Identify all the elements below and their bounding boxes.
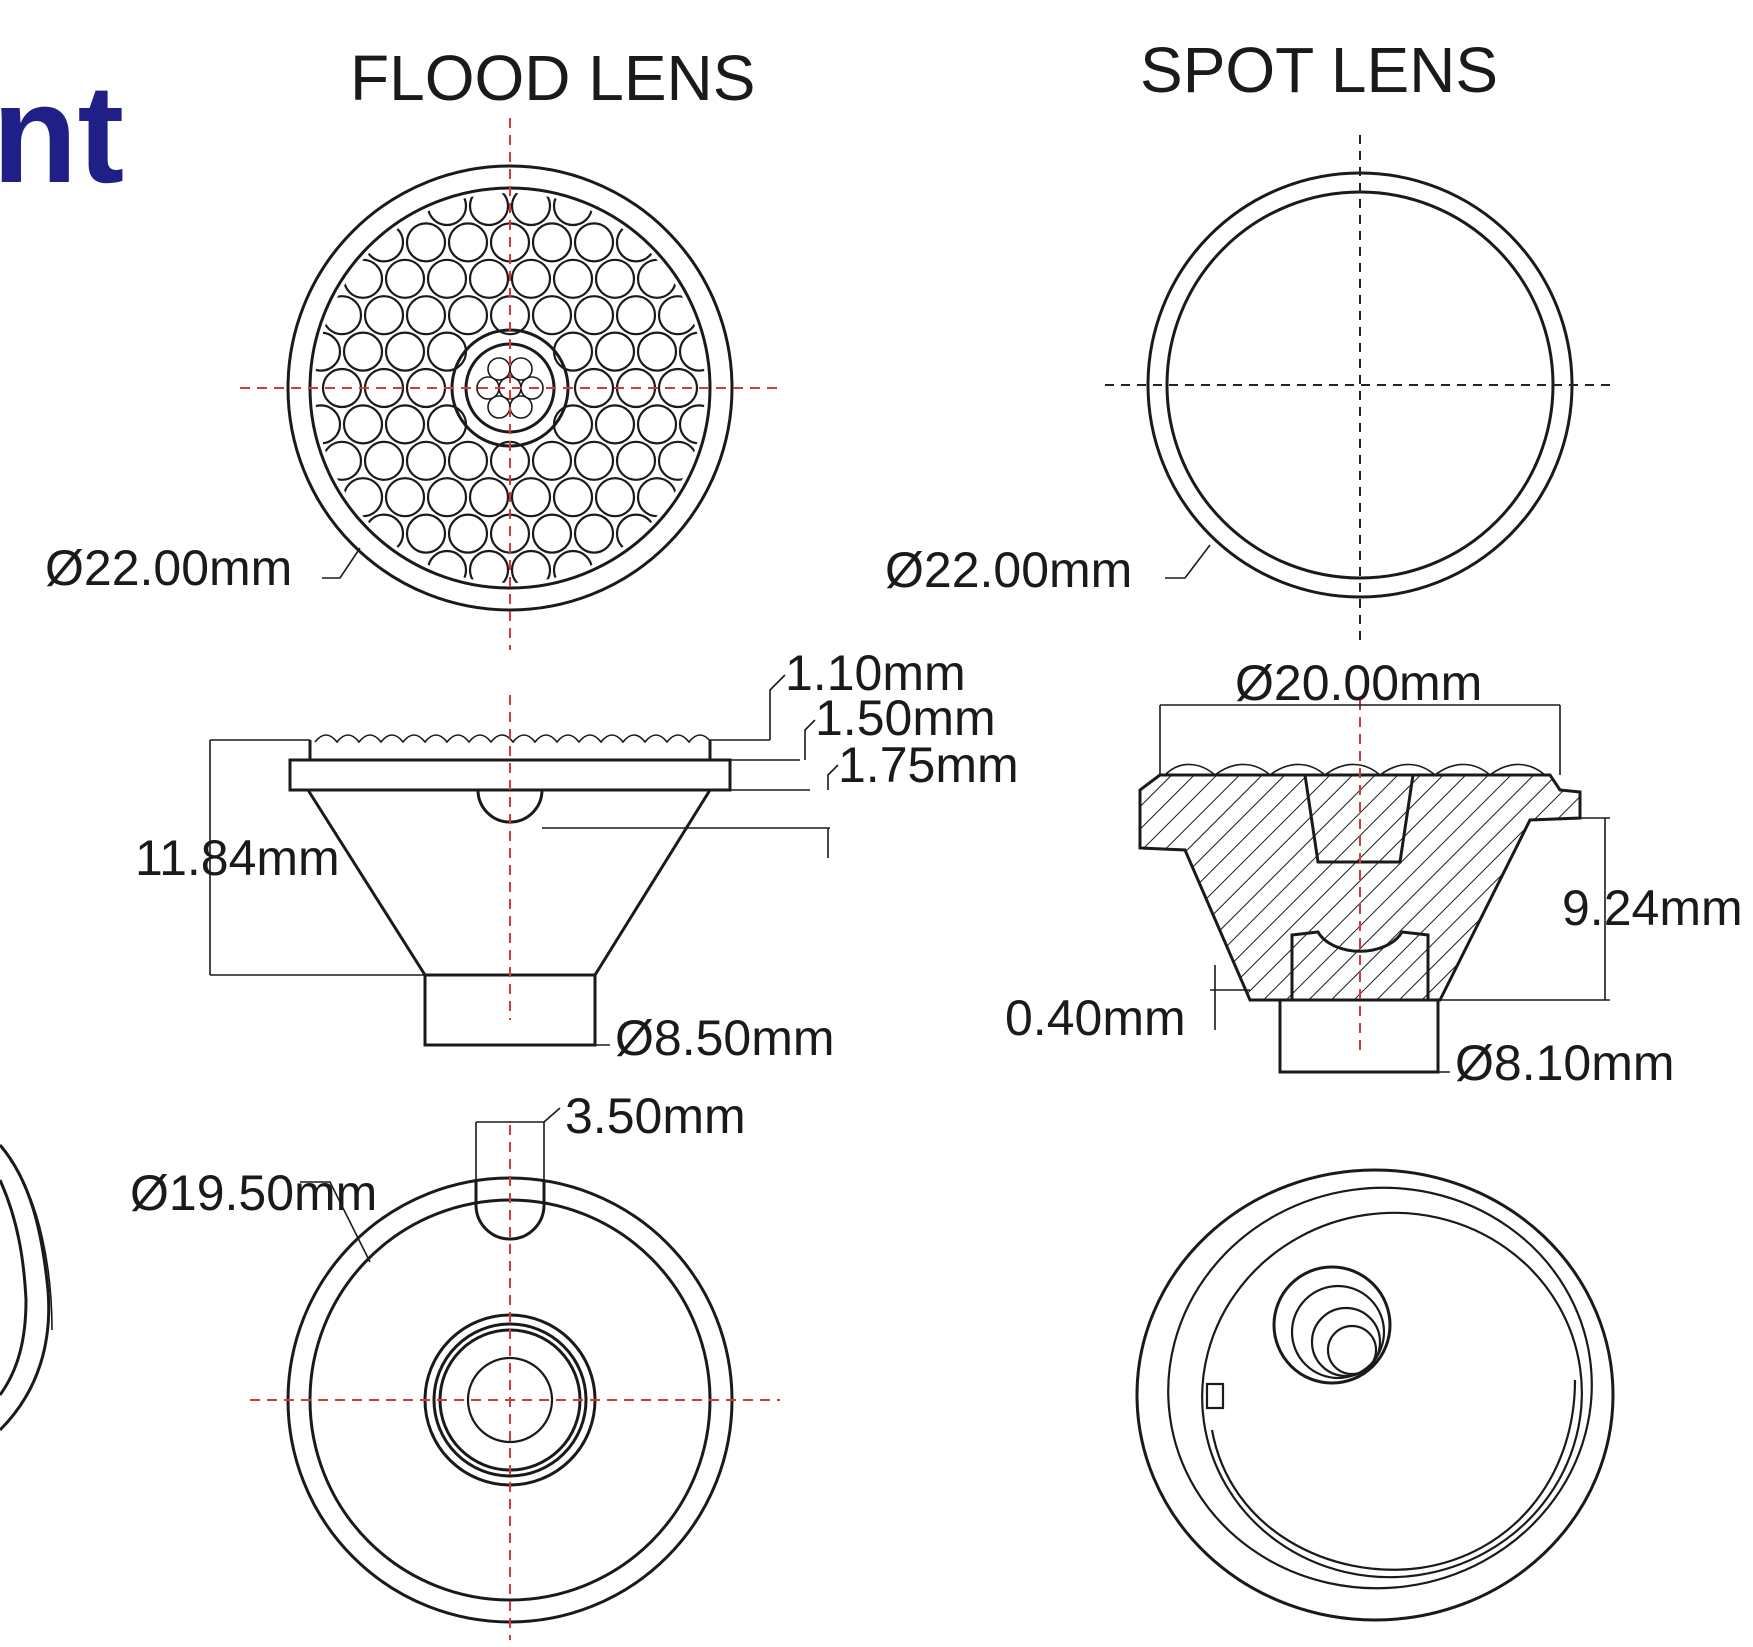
honeycomb-cell bbox=[594, 404, 636, 445]
flood-dim-1-10: 1.10mm bbox=[785, 645, 966, 701]
honeycomb-cell bbox=[363, 513, 405, 554]
honeycomb-cell bbox=[426, 549, 468, 583]
honeycomb-cell bbox=[636, 404, 678, 445]
flood-bottom-diameter-label: Ø19.50mm bbox=[130, 1165, 377, 1221]
honeycomb-cell bbox=[552, 258, 594, 299]
honeycomb-cell bbox=[426, 404, 468, 445]
honeycomb-cell bbox=[426, 477, 468, 518]
honeycomb-cell bbox=[531, 513, 573, 554]
honeycomb-cell bbox=[573, 295, 615, 336]
honeycomb-cell bbox=[363, 440, 405, 481]
honeycomb-cell bbox=[405, 440, 447, 481]
spot-height-label: 9.24mm bbox=[1562, 880, 1743, 936]
honeycomb-cell bbox=[615, 513, 657, 554]
honeycomb-cell bbox=[315, 404, 342, 445]
center-cell bbox=[487, 357, 511, 381]
honeycomb-cell bbox=[594, 477, 636, 518]
honeycomb-cell bbox=[405, 222, 447, 263]
honeycomb-cell bbox=[573, 513, 615, 554]
honeycomb-cell bbox=[468, 477, 510, 518]
flood-side-view bbox=[209, 674, 839, 1047]
honeycomb-cell bbox=[447, 440, 489, 481]
honeycomb-cell bbox=[510, 477, 552, 518]
honeycomb-cell bbox=[384, 258, 426, 299]
honeycomb-cell bbox=[552, 549, 594, 583]
spot-outer-diameter-label: Ø22.00mm bbox=[885, 542, 1132, 598]
honeycomb-cell bbox=[342, 258, 384, 299]
honeycomb-cell bbox=[657, 367, 699, 409]
honeycomb-cell bbox=[468, 193, 510, 227]
honeycomb-cell bbox=[426, 258, 468, 299]
honeycomb-cell bbox=[510, 549, 552, 583]
spot-top-view bbox=[1105, 135, 1610, 640]
heading-fragment: nt bbox=[0, 55, 124, 212]
honeycomb-cell bbox=[384, 404, 426, 445]
honeycomb-cell bbox=[363, 295, 405, 336]
honeycomb-cell bbox=[636, 477, 678, 518]
flood-outer-diameter-label: Ø22.00mm bbox=[45, 540, 292, 596]
honeycomb-cell bbox=[594, 258, 636, 299]
honeycomb-cell bbox=[678, 331, 705, 372]
honeycomb-cell bbox=[510, 193, 552, 227]
honeycomb-cell bbox=[384, 477, 426, 518]
flood-top-view bbox=[240, 118, 780, 650]
honeycomb-cell bbox=[573, 367, 615, 409]
honeycomb-cell bbox=[315, 331, 342, 372]
honeycomb-cell bbox=[342, 331, 384, 372]
honeycomb-cell bbox=[342, 404, 384, 445]
honeycomb-cell bbox=[342, 477, 384, 518]
honeycomb-cell bbox=[531, 440, 573, 481]
honeycomb-cell bbox=[405, 513, 447, 554]
center-cell bbox=[509, 357, 533, 381]
honeycomb-cell bbox=[573, 222, 615, 263]
honeycomb-cell bbox=[468, 258, 510, 299]
honeycomb-cell bbox=[552, 477, 594, 518]
honeycomb-cell bbox=[552, 331, 594, 372]
flood-lens-title: FLOOD LENS bbox=[350, 42, 755, 114]
flood-dim-1-50: 1.50mm bbox=[815, 690, 996, 746]
flood-bottom-view bbox=[250, 1107, 780, 1640]
honeycomb-cell bbox=[447, 295, 489, 336]
honeycomb-cell bbox=[573, 440, 615, 481]
honeycomb-cell bbox=[363, 222, 405, 263]
honeycomb-cell bbox=[594, 331, 636, 372]
honeycomb-cell bbox=[636, 331, 678, 372]
honeycomb-cell bbox=[426, 331, 468, 372]
honeycomb-cell bbox=[510, 258, 552, 299]
honeycomb-cell bbox=[447, 513, 489, 554]
spot-offset-label: 0.40mm bbox=[1005, 990, 1186, 1046]
spot-top-diameter-label: Ø20.00mm bbox=[1235, 655, 1482, 711]
honeycomb-cell bbox=[615, 440, 657, 481]
lens-perspective-fragment bbox=[0, 1144, 53, 1432]
honeycomb-cell bbox=[531, 295, 573, 336]
honeycomb-cell bbox=[468, 549, 510, 583]
honeycomb-cell bbox=[552, 404, 594, 445]
honeycomb-cell bbox=[447, 222, 489, 263]
spot-lens-title: SPOT LENS bbox=[1140, 34, 1498, 106]
spot-base-diameter-label: Ø8.10mm bbox=[1455, 1035, 1675, 1091]
spot-perspective-view bbox=[1135, 1168, 1615, 1622]
honeycomb-cell bbox=[636, 258, 678, 299]
spot-section-view bbox=[1138, 700, 1610, 1074]
center-cell bbox=[509, 395, 533, 419]
honeycomb-cell bbox=[615, 222, 657, 263]
center-cell bbox=[487, 395, 511, 419]
honeycomb-cell bbox=[531, 222, 573, 263]
honeycomb-cell bbox=[384, 331, 426, 372]
honeycomb-cell bbox=[678, 404, 705, 445]
flood-dim-1-75: 1.75mm bbox=[838, 737, 1019, 793]
honeycomb-cell bbox=[552, 193, 594, 227]
honeycomb-cell bbox=[615, 295, 657, 336]
honeycomb-cell bbox=[426, 193, 468, 227]
honeycomb-cell bbox=[405, 295, 447, 336]
flood-height-label: 11.84mm bbox=[135, 830, 340, 886]
flood-slot-width-label: 3.50mm bbox=[565, 1088, 746, 1144]
flood-base-diameter-label: Ø8.50mm bbox=[615, 1010, 835, 1066]
